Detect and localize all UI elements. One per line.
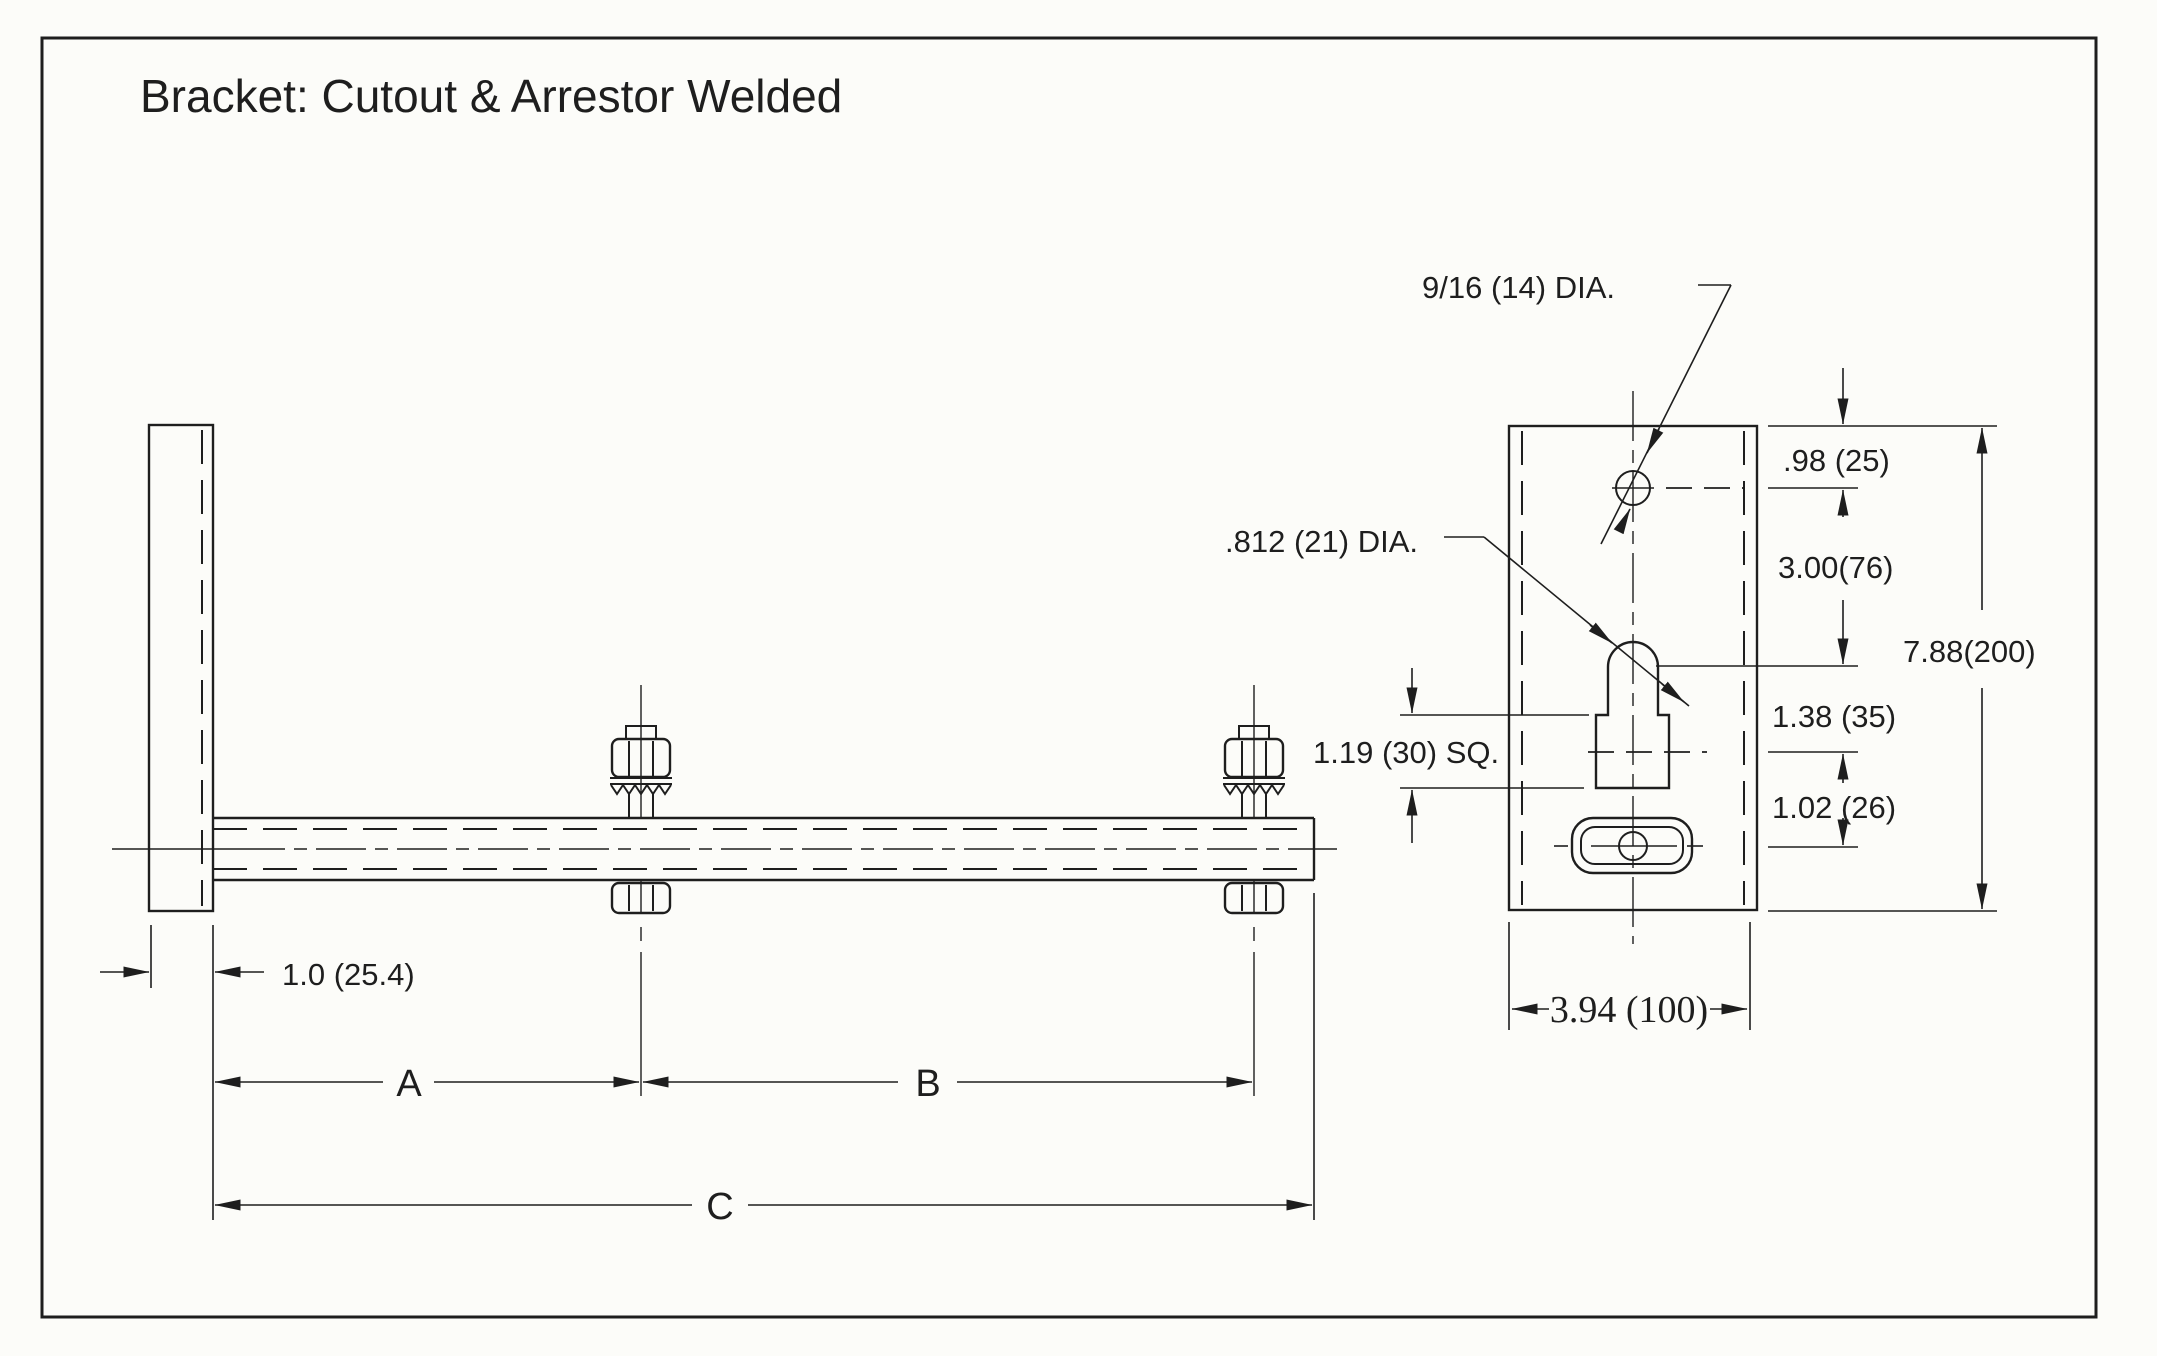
cutout-dia-leader: .812 (21) DIA. xyxy=(1225,524,1690,707)
dim-hole-spacing-label: 3.00(76) xyxy=(1778,550,1893,585)
dim-overall-height-label: 7.88(200) xyxy=(1903,634,2036,669)
front-view: 9/16 (14) DIA. .812 (21) DIA. 1.19 (30) … xyxy=(1225,270,2036,1031)
dim-square: 1.19 (30) SQ. xyxy=(1313,668,1589,843)
dim-c-label: C xyxy=(706,1186,733,1228)
page-title: Bracket: Cutout & Arrestor Welded xyxy=(140,70,842,122)
dim-chain-right: .98 (25) 3.00(76) 1.38 (35) 1.02 (26) xyxy=(1656,368,1997,912)
dim-width-label: 3.94 (100) xyxy=(1550,989,1708,1031)
dim-a: A xyxy=(214,1063,640,1105)
side-plate-outline xyxy=(147,423,215,913)
bolt-assembly-2 xyxy=(1223,685,1285,1096)
cutout-dia-label: .812 (21) DIA. xyxy=(1225,524,1418,559)
bolt-assembly-1 xyxy=(610,685,672,1096)
hole-dia-label: 9/16 (14) DIA. xyxy=(1422,270,1615,305)
dim-thickness: 1.0 (25.4) xyxy=(100,925,415,1220)
dim-cutout-offset-label: 1.38 (35) xyxy=(1772,699,1896,734)
hole-dia-arrow-upper xyxy=(1646,427,1664,454)
hole-dia-leader-line xyxy=(1600,284,1732,545)
dim-overall-height: 7.88(200) xyxy=(1903,427,2036,910)
keyhole-cutout xyxy=(1594,640,1671,790)
cutout-dia-arrow-lower xyxy=(1660,681,1685,703)
dim-thickness-label: 1.0 (25.4) xyxy=(282,957,415,992)
cutout-dia-arrow-upper xyxy=(1588,622,1613,644)
dim-square-label: 1.19 (30) SQ. xyxy=(1313,735,1499,770)
dim-b-label: B xyxy=(915,1063,940,1105)
dim-top-offset-label: .98 (25) xyxy=(1783,443,1890,478)
dim-b: B xyxy=(642,1063,1253,1105)
hole-dia-leader: 9/16 (14) DIA. xyxy=(1422,270,1732,545)
dim-width: 3.94 (100) xyxy=(1508,922,1751,1031)
sheet-border xyxy=(40,36,2098,1319)
cutout-dia-leader-line xyxy=(1483,536,1690,707)
slot-inner xyxy=(1580,826,1684,865)
dim-a-label: A xyxy=(396,1063,422,1105)
side-view: 1.0 (25.4) A B C xyxy=(100,423,1337,1228)
dim-c: C xyxy=(214,893,1315,1228)
hole-dia-arrow-lower xyxy=(1613,508,1631,535)
dim-slot-offset-label: 1.02 (26) xyxy=(1772,790,1896,825)
